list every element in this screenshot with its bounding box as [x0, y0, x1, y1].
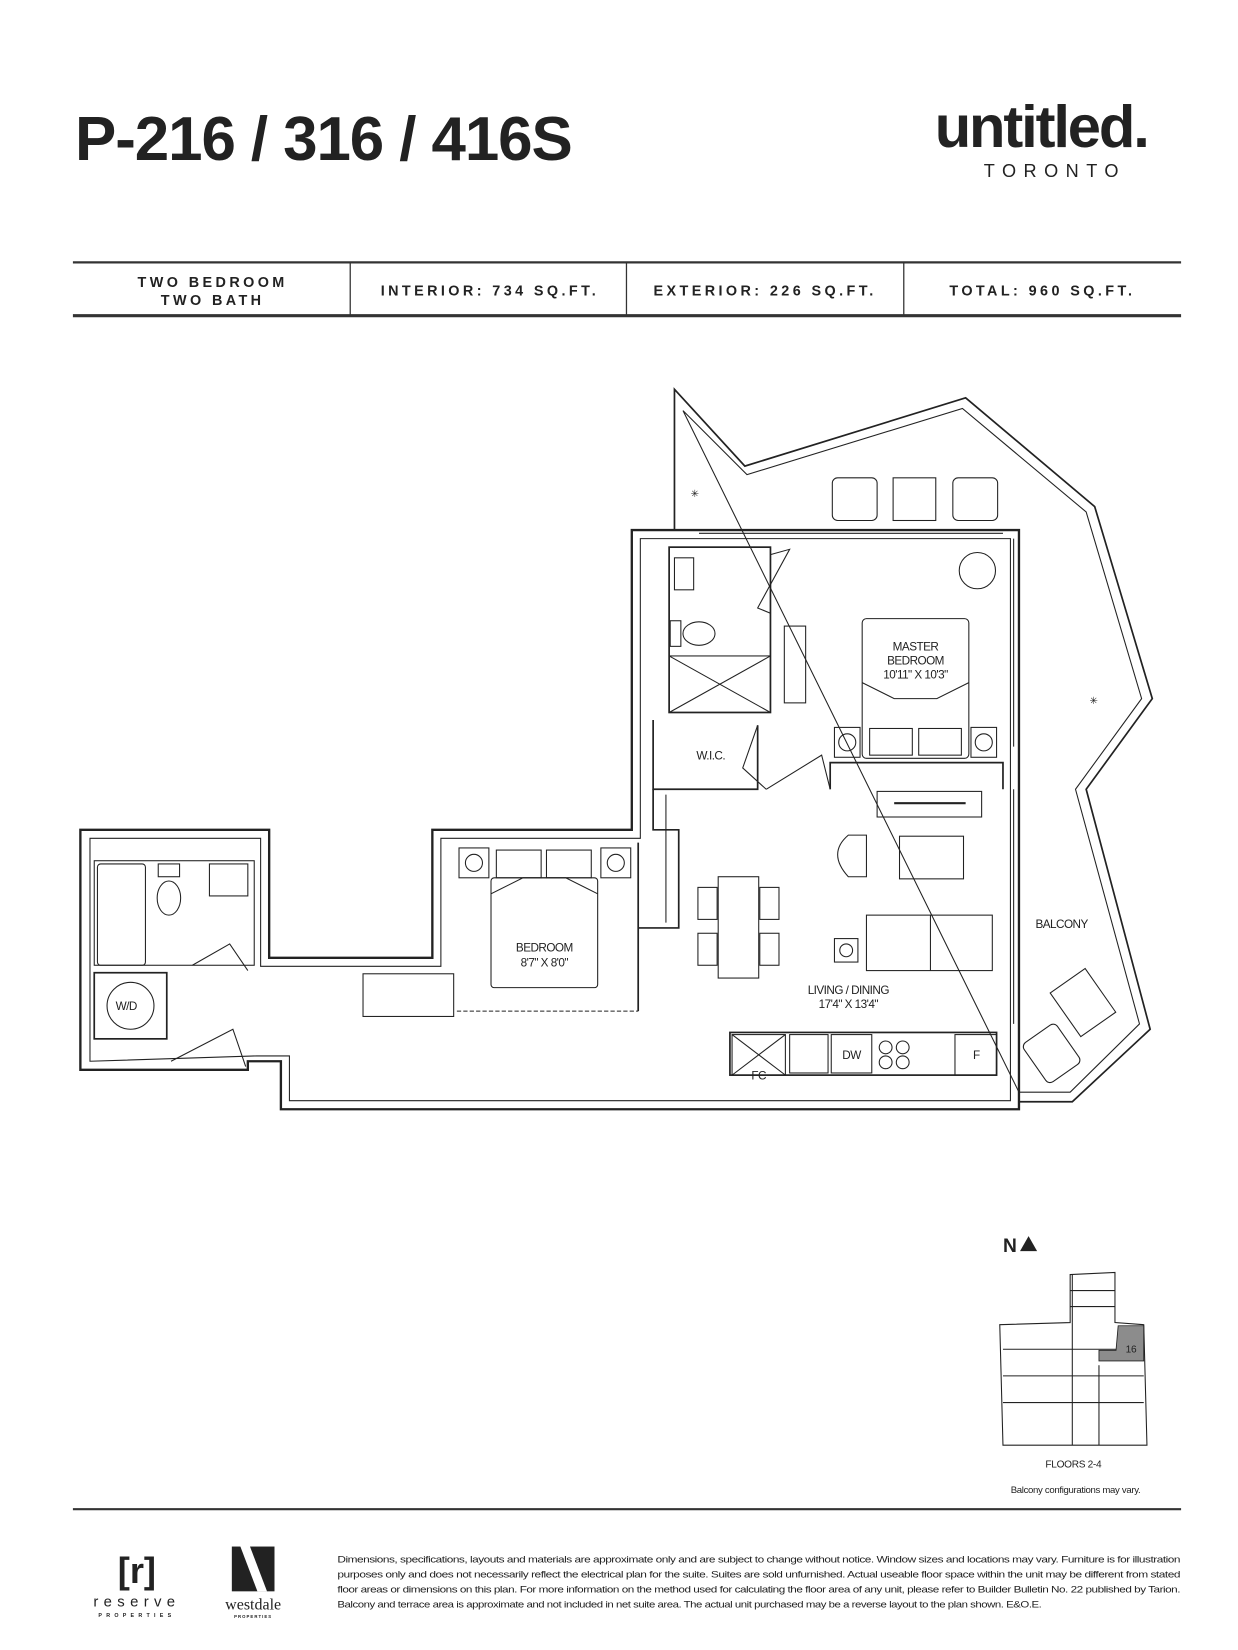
- wic-label: W.I.C.: [696, 749, 725, 762]
- svg-text:PROPERTIES: PROPERTIES: [234, 1614, 272, 1619]
- svg-text:PROPERTIES: PROPERTIES: [98, 1613, 175, 1619]
- interior-area: INTERIOR: 734 SQ.FT.: [381, 283, 599, 299]
- dw-label: DW: [842, 1049, 862, 1062]
- total-area: TOTAL: 960 SQ.FT.: [949, 283, 1135, 299]
- svg-text:purposes only and does not nec: purposes only and does not necessarily r…: [337, 1569, 1180, 1579]
- tree-icon: ✳: [1090, 696, 1098, 707]
- svg-text:Dimensions, specifications, la: Dimensions, specifications, layouts and …: [337, 1555, 1180, 1565]
- svg-text:[r]: [r]: [118, 1550, 156, 1591]
- north-label: N: [1003, 1236, 1017, 1257]
- living-dining-dims: 17'4" X 13'4": [819, 998, 879, 1011]
- balcony-label: BALCONY: [1035, 918, 1088, 931]
- tree-icon: ✳: [691, 489, 699, 500]
- balcony-note: Balcony configurations may vary.: [1011, 1485, 1141, 1496]
- fc-label: FC: [751, 1069, 767, 1082]
- floors-label: FLOORS 2-4: [1045, 1460, 1102, 1471]
- bedroom-label: BEDROOM: [516, 941, 573, 954]
- unit-outer-wall: [79, 528, 1021, 1111]
- bedroom-dims: 8'7" X 8'0": [521, 956, 569, 969]
- disclaimer: Dimensions, specifications, layouts and …: [337, 1555, 1180, 1610]
- svg-text:floor areas or dimensions on t: floor areas or dimensions on this plan. …: [337, 1584, 1180, 1594]
- westdale-properties-logo: westdale PROPERTIES: [225, 1546, 281, 1619]
- svg-text:Balcony and terrace area is ap: Balcony and terrace area is approximate …: [337, 1599, 1041, 1609]
- reserve-properties-logo: [r] reserve PROPERTIES: [93, 1550, 180, 1619]
- unit-type-line1: TWO BEDROOM: [138, 275, 288, 291]
- svg-text:reserve: reserve: [93, 1593, 180, 1610]
- unit-type-line2: TWO BATH: [161, 293, 265, 309]
- master-bedroom-dims: 10'11" X 10'3": [883, 668, 948, 681]
- master-bedroom-label-2: BEDROOM: [887, 654, 944, 667]
- floor-plan: W.I.C. MASTER BEDROOM 10'11" X 10'3" LIV…: [79, 387, 1154, 1111]
- unit-number: 16: [1126, 1344, 1137, 1355]
- key-plan: N 16 FLOORS 2-4 Balcony configurations m…: [999, 1236, 1148, 1496]
- master-bedroom-label-1: MASTER: [893, 641, 939, 654]
- wd-label: W/D: [116, 1000, 137, 1013]
- summary-table: TWO BEDROOM TWO BATH INTERIOR: 734 SQ.FT…: [72, 261, 1182, 318]
- unit-title: P-216 / 316 / 416S: [75, 105, 572, 174]
- fridge-label: F: [973, 1049, 980, 1062]
- exterior-area: EXTERIOR: 226 SQ.FT.: [654, 283, 877, 299]
- unit-16-highlight: [1098, 1325, 1145, 1362]
- living-dining-label: LIVING / DINING: [808, 984, 890, 997]
- brand-city: TORONTO: [984, 161, 1126, 181]
- brand-logo: untitled.: [935, 93, 1148, 160]
- balcony-outline: [673, 387, 1154, 1103]
- north-arrow-icon: [1020, 1236, 1038, 1252]
- svg-text:westdale: westdale: [225, 1596, 281, 1613]
